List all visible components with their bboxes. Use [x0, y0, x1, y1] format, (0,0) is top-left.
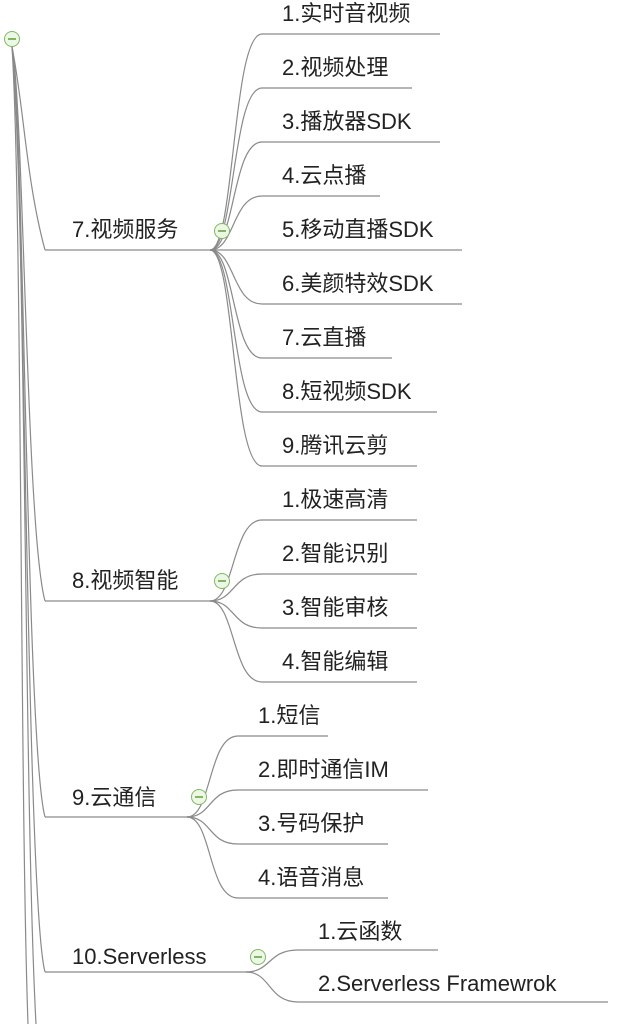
cloud-communication-collapse-toggle[interactable] [191, 789, 207, 805]
child-connector [186, 816, 239, 845]
child-connector [209, 33, 263, 251]
serverless-collapse-toggle[interactable] [250, 949, 266, 965]
child-connector [209, 87, 263, 251]
leaf-number-protection[interactable]: 3.号码保护 [258, 811, 365, 836]
leaf-css-live[interactable]: 7.云直播 [282, 325, 367, 350]
leaf-tencent-cloud-editor[interactable]: 9.腾讯云剪 [282, 433, 389, 458]
child-connector [209, 195, 263, 251]
child-connector [209, 249, 263, 359]
leaf-mobile-live-sdk[interactable]: 5.移动直播SDK [282, 217, 434, 242]
branch-serverless[interactable]: 10.Serverless [72, 944, 207, 969]
leaf-beauty-sdk[interactable]: 6.美颜特效SDK [282, 271, 434, 296]
root-connector [11, 46, 37, 1024]
leaf-serverless-framework[interactable]: 2.Serverless Framewrok [318, 971, 557, 996]
video-services-collapse-toggle[interactable] [214, 223, 230, 239]
leaf-voice-message[interactable]: 4.语音消息 [258, 865, 365, 890]
video-ai-collapse-toggle[interactable] [214, 573, 230, 589]
leaf-smart-recognition[interactable]: 2.智能识别 [282, 541, 389, 566]
branch-cloud-communication[interactable]: 9.云通信 [72, 785, 157, 810]
leaf-ultra-hd[interactable]: 1.极速高清 [282, 487, 389, 512]
child-connector [186, 789, 239, 818]
branch-video-ai[interactable]: 8.视频智能 [72, 568, 179, 593]
child-connector [209, 141, 263, 251]
branch-video-services[interactable]: 7.视频服务 [72, 217, 179, 242]
child-connector [209, 600, 263, 683]
leaf-player-sdk[interactable]: 3.播放器SDK [282, 109, 412, 134]
child-connector [209, 249, 263, 413]
child-connector [209, 600, 263, 629]
child-connector [186, 735, 239, 818]
root-collapse-toggle[interactable] [4, 31, 20, 47]
child-connector [209, 249, 263, 467]
child-connector [209, 573, 263, 602]
child-connector [209, 249, 263, 305]
child-connector [245, 949, 299, 973]
leaf-smart-edit[interactable]: 4.智能编辑 [282, 649, 389, 674]
child-connector [209, 519, 263, 602]
leaf-short-video-sdk[interactable]: 8.短视频SDK [282, 379, 412, 404]
child-connector [186, 816, 239, 899]
root-connector [11, 46, 29, 1024]
leaf-vod[interactable]: 4.云点播 [282, 163, 367, 188]
leaf-im[interactable]: 2.即时通信IM [258, 757, 389, 782]
leaf-video-processing[interactable]: 2.视频处理 [282, 55, 389, 80]
leaf-scf[interactable]: 1.云函数 [318, 919, 403, 944]
leaf-sms[interactable]: 1.短信 [258, 703, 321, 728]
leaf-trtc[interactable]: 1.实时音视频 [282, 1, 411, 26]
leaf-smart-review[interactable]: 3.智能审核 [282, 595, 389, 620]
child-connector [245, 971, 299, 1003]
root-connector [11, 46, 46, 251]
